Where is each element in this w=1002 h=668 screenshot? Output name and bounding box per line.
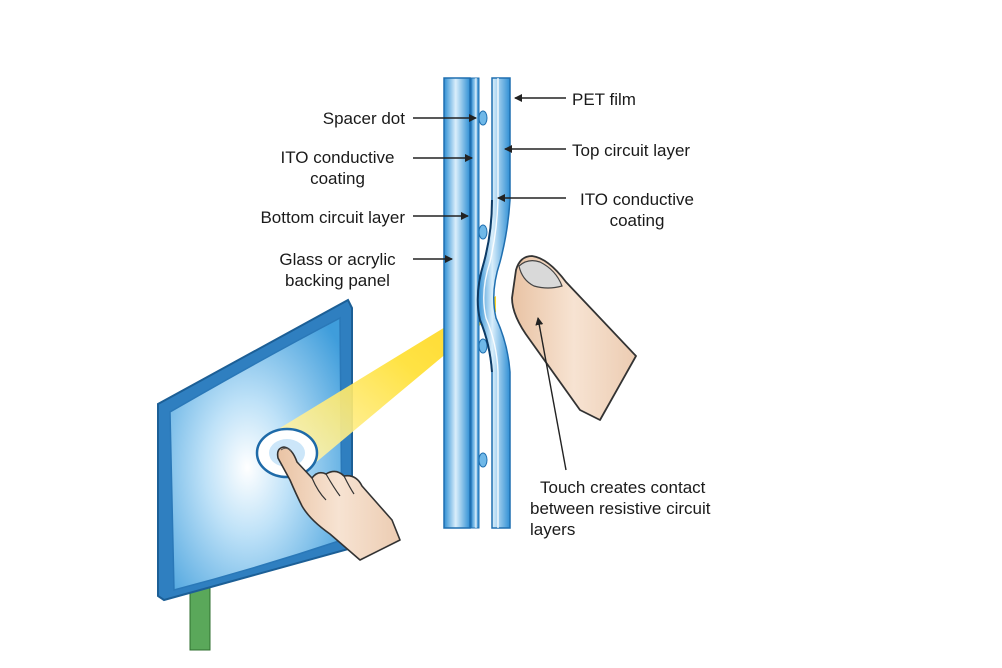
- label-glass-line2: backing panel: [285, 271, 390, 290]
- label-glass-backing-panel: Glass or acrylic backing panel: [255, 249, 420, 291]
- pointing-hand-icon: [276, 446, 401, 561]
- finger-icon: [511, 255, 637, 421]
- label-ito-right-line2: coating: [609, 211, 665, 230]
- spacer-dots: [478, 110, 488, 468]
- label-bottom-circuit-layer: Bottom circuit layer: [260, 208, 405, 227]
- label-ito-left-line1: ITO conductive: [280, 148, 395, 167]
- glass-backing-panel: [443, 77, 471, 529]
- label-ito-coating-left: ITO conductive coating: [255, 147, 420, 189]
- label-touch-line2: between resistive circuit: [530, 499, 711, 518]
- leader-lines: [413, 94, 567, 471]
- label-spacer-dot: Spacer dot: [322, 109, 405, 128]
- label-glass-line1: Glass or acrylic: [279, 250, 396, 269]
- layer-stack: [443, 77, 511, 529]
- label-top-circuit-layer: Top circuit layer: [572, 141, 691, 160]
- label-touch-line3: layers: [530, 520, 576, 539]
- label-touch-line1: Touch creates contact: [540, 478, 706, 497]
- label-ito-coating-right: ITO conductive coating: [562, 189, 712, 231]
- label-ito-left-line2: coating: [310, 169, 365, 188]
- label-pet-film: PET film: [572, 90, 636, 109]
- label-ito-right-line1: ITO conductive: [579, 190, 695, 209]
- magnification-beam: [280, 296, 496, 474]
- label-touch-contact: Touch creates contact between resistive …: [530, 477, 710, 540]
